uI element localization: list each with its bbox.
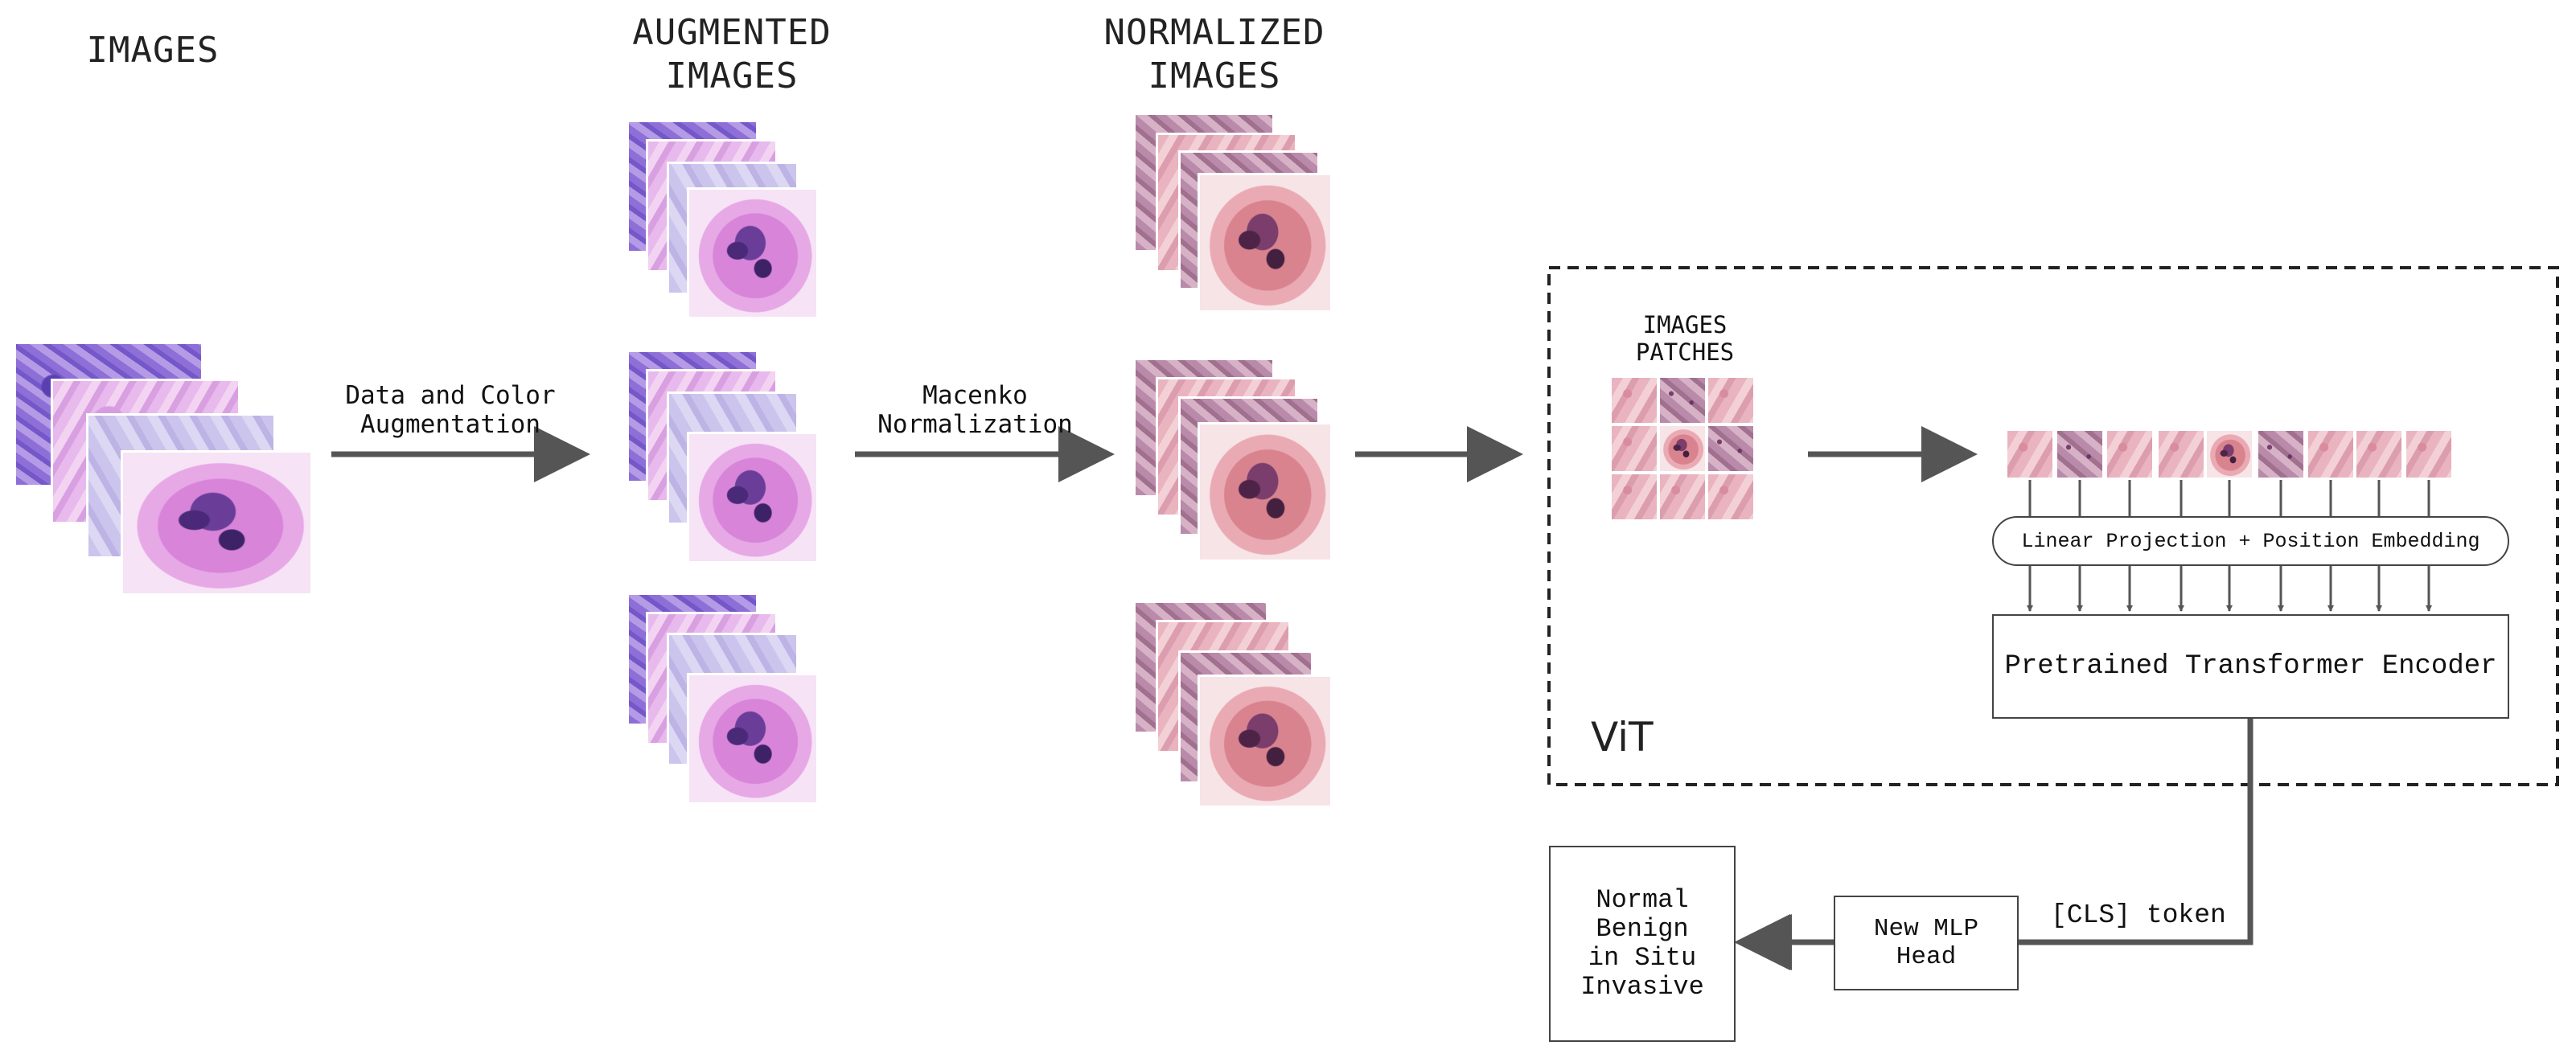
image-patch [1612,378,1657,423]
label-normalization: Macenko Normalization [877,381,1073,439]
heading-images: IMAGES [86,30,220,71]
heading-normalized: NORMALIZED IMAGES [1103,12,1325,96]
patch-token [2258,431,2303,478]
patch-token [2207,431,2252,478]
vit-label: ViT [1591,714,1654,761]
image-patch [1660,378,1705,423]
image-patch [1660,474,1705,519]
encoder-box: Pretrained Transformer Encoder [1992,614,2509,719]
classes-box: Normal Benign in Situ Invasive [1549,846,1736,1042]
patches-label: IMAGES PATCHES [1635,311,1735,366]
image-tile [1200,175,1330,310]
image-tile [689,675,816,802]
image-patch [1708,426,1753,471]
vit-frame [1547,266,2559,786]
image-patch [1708,378,1753,423]
projection-box: Linear Projection + Position Embedding [1992,516,2509,566]
patch-token [2406,431,2451,478]
cls-token-label: [CLS] token [2051,900,2226,930]
image-tile [689,434,816,561]
image-patch [1612,474,1657,519]
patch-token [2107,431,2152,478]
heading-augmented: AUGMENTED IMAGES [632,12,832,96]
image-patch [1612,426,1657,471]
image-patch [1660,426,1705,471]
image-patch [1708,474,1753,519]
patch-token [2057,431,2102,478]
patch-token [2356,431,2401,478]
patch-token [2308,431,2353,478]
label-augmentation: Data and Color Augmentation [345,381,556,439]
image-tile [1200,424,1330,560]
image-tile [1200,677,1330,806]
image-tile [123,453,310,593]
mlp-head-box: New MLP Head [1834,896,2019,990]
image-tile [689,190,816,317]
patch-token [2007,431,2052,478]
patch-token [2159,431,2204,478]
